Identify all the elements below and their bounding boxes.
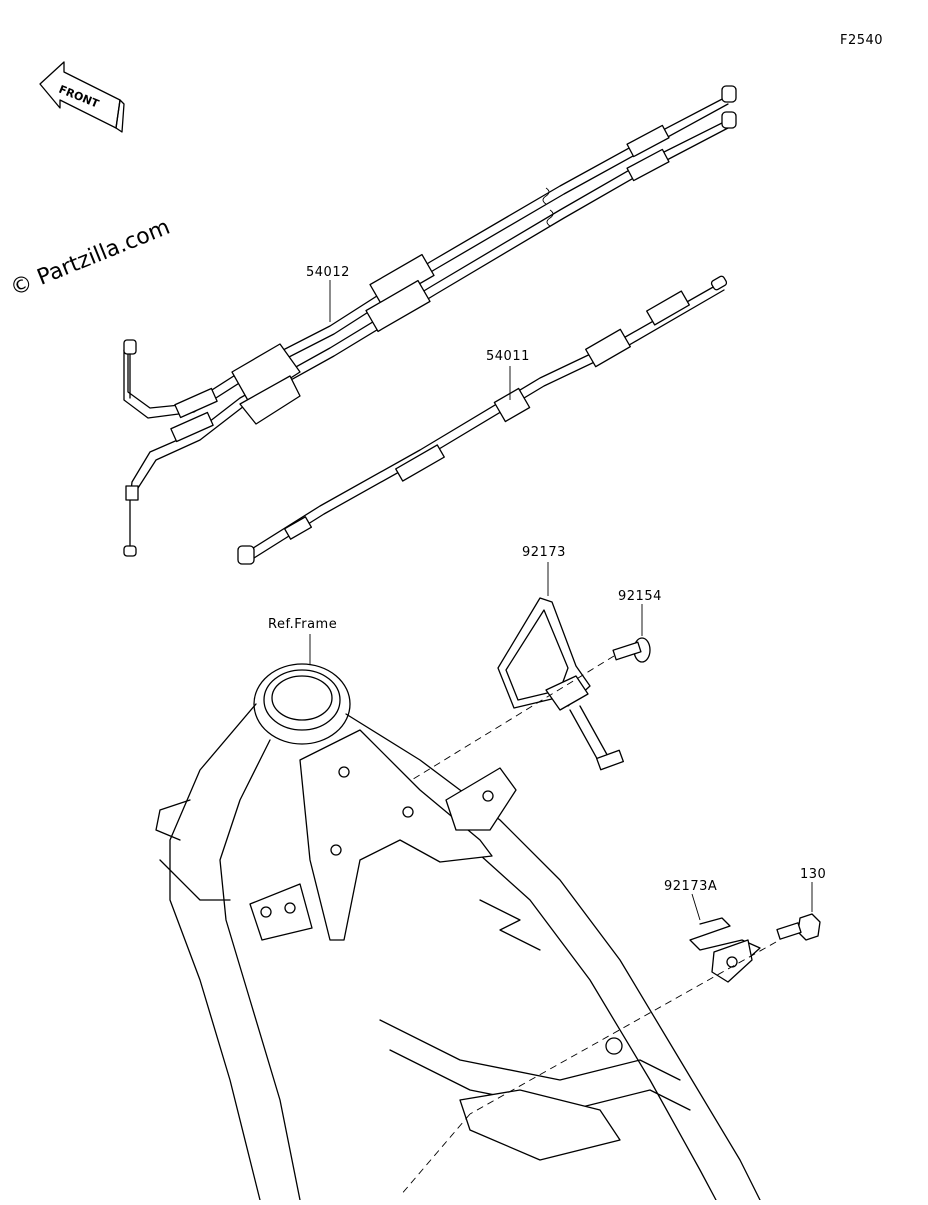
cable-guide-upper [497, 597, 624, 771]
callout-92173: 92173 [522, 545, 566, 560]
throttle-cable-assembly [123, 85, 737, 557]
bolt-92154 [612, 637, 651, 663]
callout-54012: 54012 [306, 265, 350, 280]
clutch-cable-assembly [237, 275, 728, 565]
callout-92173a: 92173A [664, 879, 717, 894]
callout-92154: 92154 [618, 589, 662, 604]
bolt-130 [776, 913, 821, 941]
frame-reference [155, 663, 761, 1201]
cable-guide-lower [689, 917, 761, 983]
watermark: © Partzilla.com [7, 215, 174, 302]
callout-54011: 54011 [486, 349, 530, 364]
callout-130: 130 [800, 867, 826, 882]
figure-code: F2540 [840, 33, 883, 48]
front-arrow-icon: FRONT [39, 61, 125, 133]
callout-ref-frame: Ref.Frame [268, 617, 337, 632]
